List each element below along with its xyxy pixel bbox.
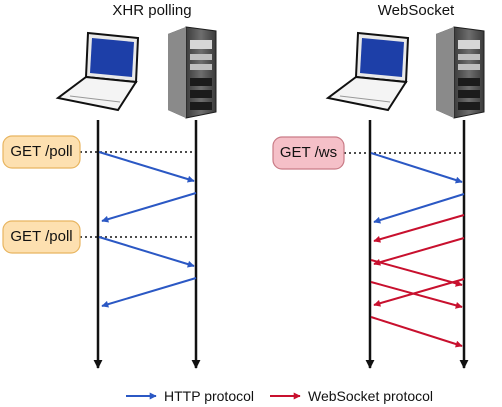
laptop-icon [55, 31, 140, 112]
http-request-arrow [98, 151, 195, 183]
websocket-frame-arrow [373, 214, 465, 243]
http-response-arrow [373, 193, 465, 224]
websocket-frame-arrow [373, 278, 465, 307]
poll-request-pill-bg [2, 135, 81, 169]
server-icon [436, 26, 485, 119]
ws-request-pill-bg [272, 136, 345, 170]
http-request-arrow [98, 236, 195, 268]
websocket-title: WebSocket [377, 2, 455, 19]
http-response-arrow [101, 277, 197, 308]
server-icon [168, 26, 217, 119]
legend-http-label: HTTP protocol [164, 388, 254, 404]
websocket-frame-arrow [370, 259, 463, 287]
websocket-frame-arrow [370, 316, 463, 348]
xhr-polling-title: XHR polling [112, 2, 192, 19]
http-request-arrow [370, 152, 463, 184]
legend-websocket-label: WebSocket protocol [308, 388, 434, 404]
laptop-icon [325, 31, 410, 112]
websocket-frame-arrow [370, 281, 463, 309]
poll-request-pill-bg [2, 220, 81, 254]
poll-request-label: GET /poll [10, 143, 73, 160]
poll-request-label: GET /poll [10, 228, 73, 245]
ws-request-label: GET /ws [279, 144, 338, 161]
http-response-arrow [101, 192, 197, 223]
websocket-frame-arrow [373, 237, 465, 266]
